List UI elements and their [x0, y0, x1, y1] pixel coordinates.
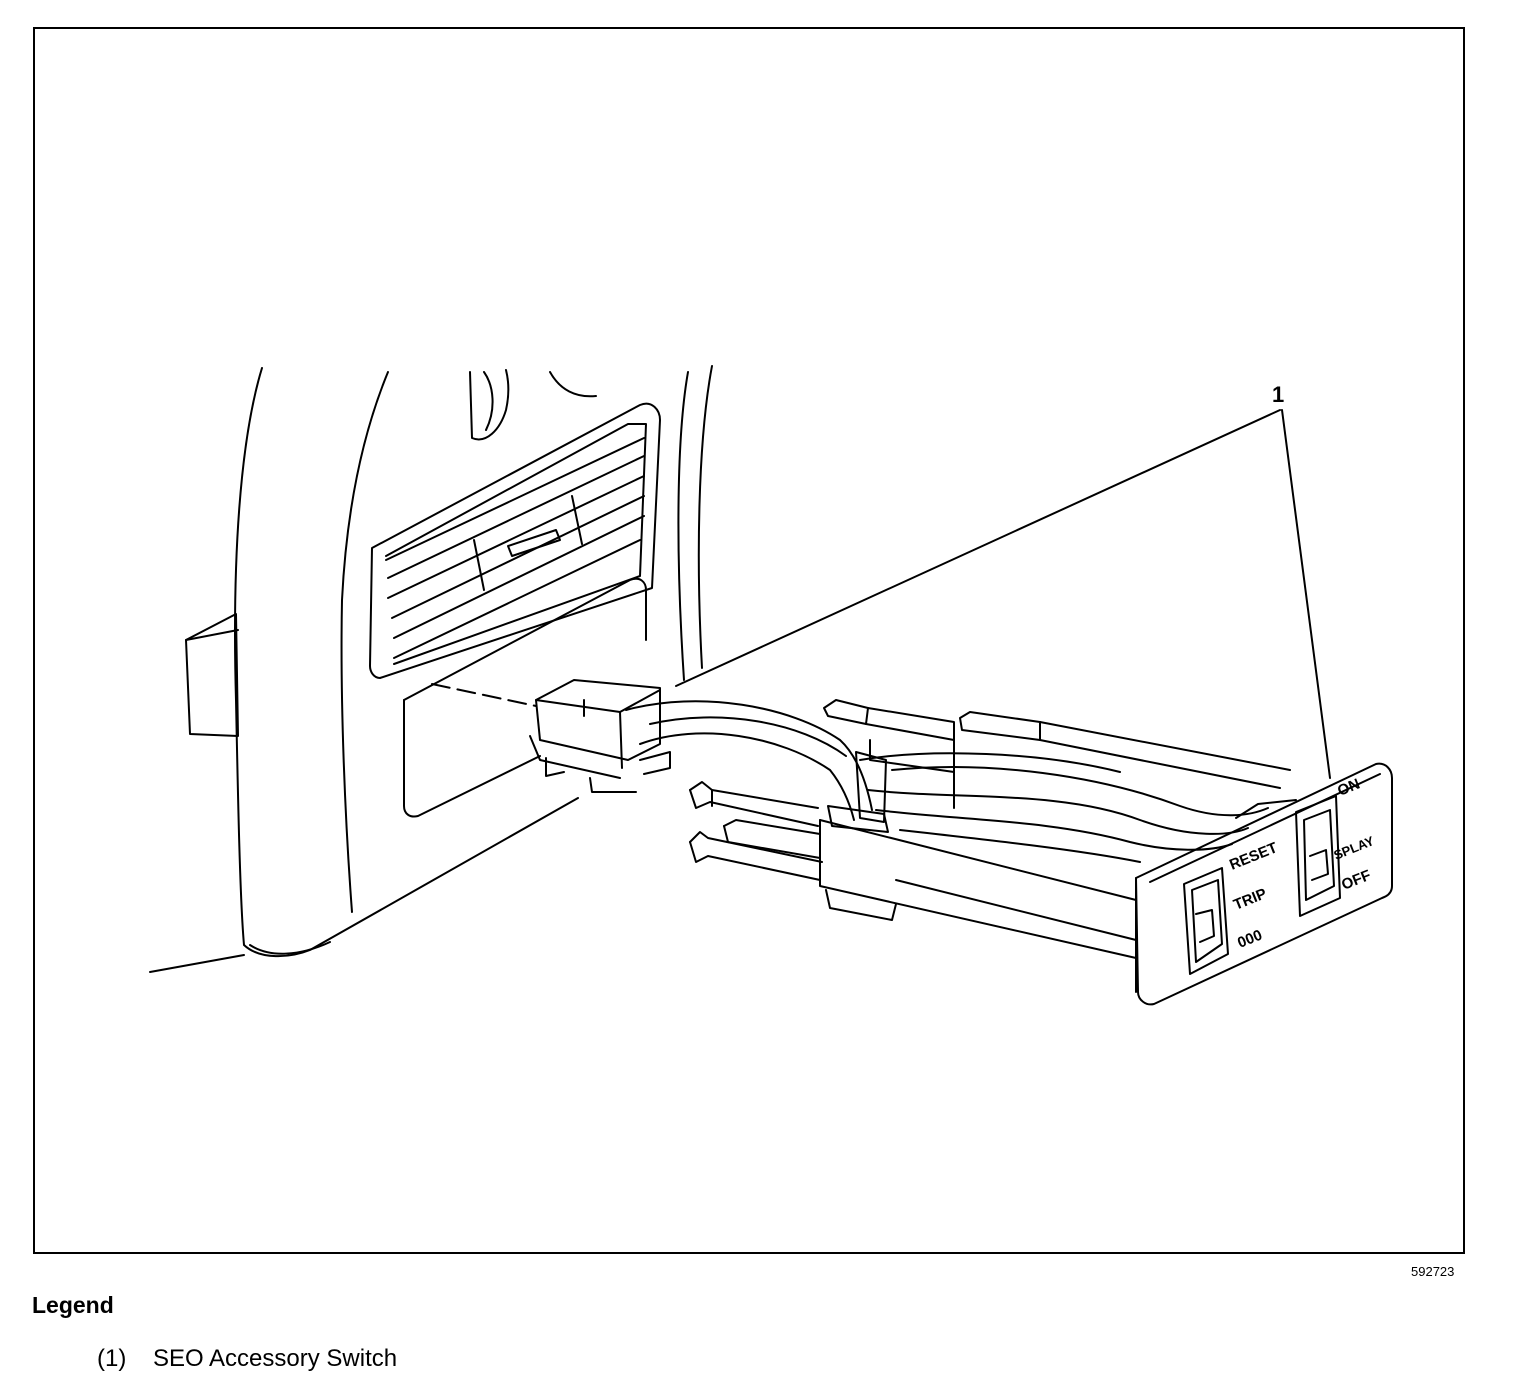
- legend-item: (1) SEO Accessory Switch: [97, 1345, 397, 1373]
- legend-item-label: SEO Accessory Switch: [153, 1345, 398, 1372]
- legend-title: Legend: [32, 1292, 114, 1318]
- legend-item-number: (1): [97, 1345, 127, 1372]
- switch-label-off: OFF: [1339, 867, 1373, 894]
- callout-number: 1: [1272, 382, 1284, 407]
- alignment-dashed-line: [431, 683, 537, 707]
- switch-label-trip: TRIP: [1231, 885, 1269, 914]
- switch-label-000: 000: [1235, 927, 1265, 952]
- figure-id: 592723: [1411, 1264, 1455, 1279]
- switch-face-plate: [1135, 762, 1393, 1006]
- switch-housing: [689, 699, 1297, 959]
- switch-label-on: ON: [1335, 776, 1362, 800]
- callout-leaders: [675, 409, 1331, 779]
- dashboard-panel: [149, 365, 713, 973]
- reset-trip-rocker: [1183, 867, 1229, 975]
- switch-labels: RESET TRIP 000 ON SPLAY OFF: [1227, 776, 1376, 952]
- switch-opening: [403, 577, 647, 818]
- air-vent: [369, 402, 661, 679]
- switch-label-reset: RESET: [1227, 839, 1280, 873]
- display-rocker: [1295, 795, 1341, 917]
- wire-harness: [625, 700, 1269, 863]
- illustration-frame: [33, 27, 1465, 1254]
- harness-connector: [529, 679, 671, 793]
